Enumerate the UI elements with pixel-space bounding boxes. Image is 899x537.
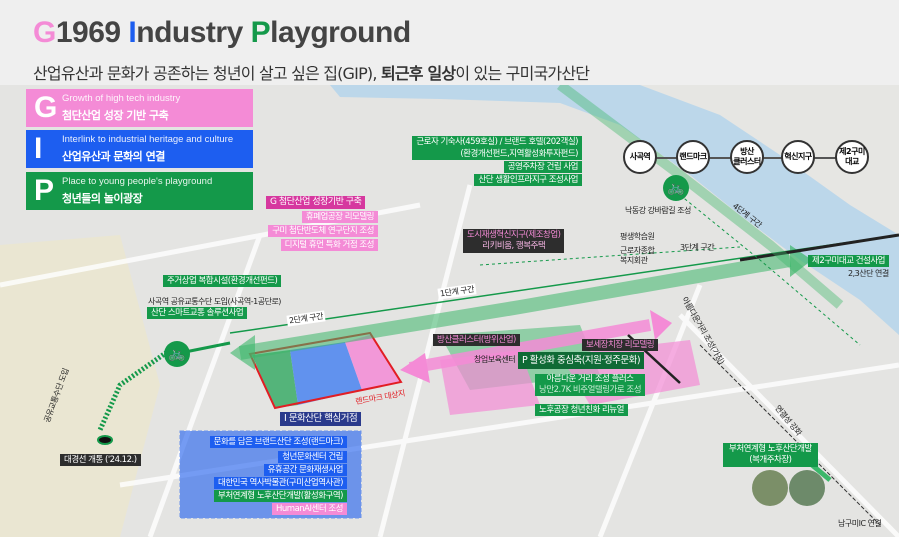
node-innovation: 혁신지구 xyxy=(781,140,815,174)
bicycle-icon: 🚲 xyxy=(164,341,190,367)
landmark-blue xyxy=(290,342,362,405)
ic-label: 남구미IC 연결 xyxy=(838,519,882,528)
welfare-label: 근로자종합 xyxy=(620,246,655,255)
i-item: 유휴공간 문화재생사업 xyxy=(263,464,347,476)
bridge-label: 제2구미대교 건설사업 xyxy=(808,255,889,267)
river-path xyxy=(557,85,844,309)
infra-label: 산단 생활인프라지구 조성사업 xyxy=(474,174,582,186)
defense-label: 방산클러스터(방위산업) xyxy=(433,334,520,346)
bridge-sub: 2,3산단 연결 xyxy=(848,269,889,278)
green-arrow-tail xyxy=(230,335,255,370)
g-block-title: G 첨단산업 성장기반 구축 xyxy=(266,196,366,209)
node-sagok: 사곡역 xyxy=(623,140,657,174)
i-item: HumanAI센터 조성 xyxy=(272,503,347,515)
station-marker xyxy=(97,435,113,445)
g-item: 구미 첨단반도체 연구단지 조성 xyxy=(268,225,378,237)
green-axis-arrow xyxy=(238,253,792,360)
green-arrow-head xyxy=(790,245,812,277)
node-bridge: 제2구미 대교 xyxy=(835,140,869,174)
learning-label: 평생학습원 xyxy=(620,232,655,241)
smart-transport-label: 산단 스마트교통 솔루션사업 xyxy=(147,307,248,319)
housing-label: 주거상업 복합시설(환경개선펀드) xyxy=(163,275,282,287)
cycle-path-west xyxy=(97,347,172,432)
i-item: 대한민국 역사박물관(구미산업역사관) xyxy=(214,477,347,489)
bridge-line xyxy=(739,233,899,262)
welfare-label-2: 복지회관 xyxy=(620,256,648,265)
bicycle-icon: 🚲 xyxy=(663,175,689,201)
parking-label: 공영주차장 건립 사업 xyxy=(503,161,582,173)
node-defense: 방산 클러스터 xyxy=(730,140,764,174)
opening-label: 대경선 개통 ('24.12.) xyxy=(60,454,141,466)
connect-road xyxy=(699,344,881,526)
g-item: 휴폐업공장 리모델링 xyxy=(301,211,378,223)
factory-label: 노후공장 청년친화 리뉴얼 xyxy=(535,404,628,416)
river-path-label: 낙동강 강바람길 조성 xyxy=(625,206,691,215)
dorm-label: 근로자 기숙사(459호실) / 브랜드 호텔(202객실)(환경개선펀드,지역… xyxy=(412,136,582,160)
ministry-label: 부처연계형 노후산단개발(복개주차장) xyxy=(723,443,818,467)
landmark-green xyxy=(252,350,298,408)
incubator-label: 창업보육센터 xyxy=(474,355,516,364)
p-block-title: P 활성화 중심축(지원·정주문화) xyxy=(518,352,645,369)
shared-transport-label: 사곡역 공유교통수단 도입(사곡역-1공단로) xyxy=(148,297,281,306)
i-item: 부처연계형 노후산단개발(활성화구역) xyxy=(214,490,347,502)
page-title: G1969 Industry Playground xyxy=(33,16,411,49)
photo-2 xyxy=(789,470,825,506)
i-block-title: I 문화산단 핵심거점 xyxy=(280,412,362,426)
i-item: 청년문화센터 건립 xyxy=(278,451,347,463)
landmark-pink xyxy=(345,335,400,390)
regen-label: 도시재생혁신지구(제조창업)리키비움, 행복주택 xyxy=(463,229,565,253)
page-subtitle: 산업유산과 문화가 공존하는 청년이 살고 싶은 집(GIP), 퇴근후 일상이… xyxy=(33,64,590,83)
i-item: 문화를 담은 브랜드산단 조성(랜드마크) xyxy=(209,436,347,448)
photo-1 xyxy=(752,470,788,506)
defense-cluster-zone xyxy=(440,350,540,415)
east-bank xyxy=(640,85,899,235)
bonded-label: 보세장치장 리모델링 xyxy=(582,339,659,351)
g-item: 디지털 휴먼 특화 거점 조성 xyxy=(280,239,378,251)
pink-arrow xyxy=(408,319,652,374)
node-landmark: 랜드마크 xyxy=(676,140,710,174)
stage3-label: 3단계 구간 xyxy=(680,243,715,252)
